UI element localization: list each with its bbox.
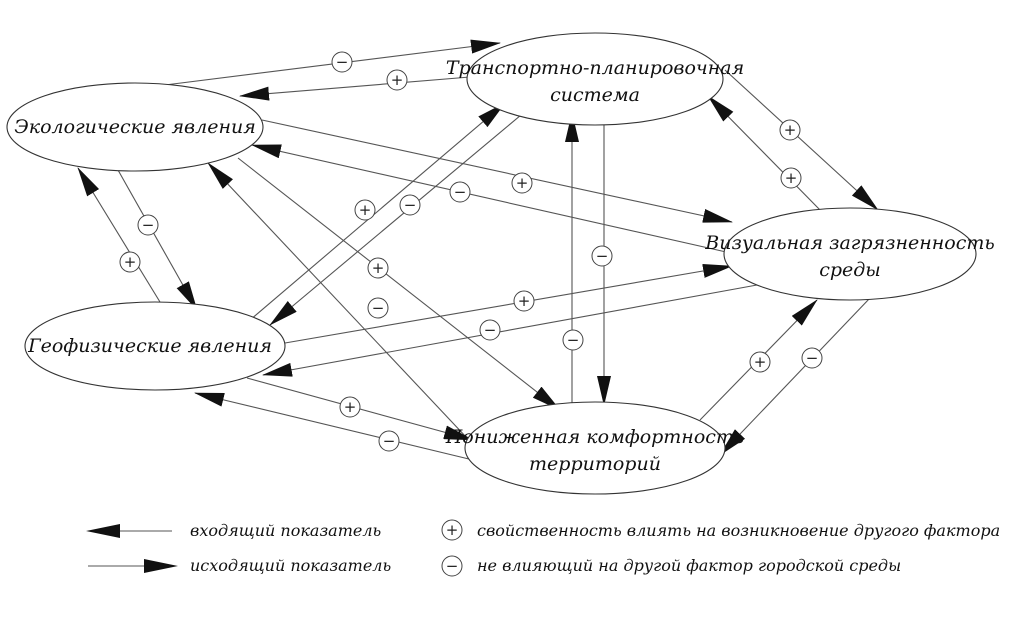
- edge-sign-circle-vis-to-geo: [479, 319, 501, 341]
- node-transport-label-line1: Транспортно-планировочная: [446, 57, 744, 79]
- node-geophysical-label: Геофизические явления: [27, 335, 272, 357]
- edge-sign-comf-to-trans: −: [567, 331, 580, 349]
- edge-sign-circle-comf-to-geo: [378, 430, 400, 452]
- edge-sign-circle-comf-to-trans: [562, 329, 584, 351]
- legend-outgoing-label: исходящий показатель: [190, 556, 391, 575]
- edge-geo-to-eco: [77, 167, 161, 303]
- edge-sign-comf-to-geo: −: [383, 432, 396, 450]
- edge-sign-circle-trans-to-comf: [591, 245, 613, 267]
- edge-sign-vis-to-comf: −: [806, 349, 819, 367]
- edge-sign-circle-eco-to-trans: [331, 51, 353, 73]
- legend-minus-symbol: −: [446, 557, 459, 575]
- node-geophysical: Геофизические явления: [24, 301, 286, 391]
- legend-incoming-label: входящий показатель: [190, 521, 381, 540]
- legend-outgoing-arrow-icon: [144, 559, 178, 573]
- edge-geo-to-trans: [249, 102, 506, 321]
- edge-geo-to-vis: [284, 264, 733, 344]
- legend-plus: + свойственность влиять на возникновение…: [441, 519, 1000, 541]
- node-ecological-label: Экологические явления: [14, 116, 256, 138]
- legend-outgoing: исходящий показатель: [88, 556, 391, 575]
- edge-sign-circle-eco-to-comf: [367, 257, 389, 279]
- edge-comf-to-eco: [207, 162, 468, 439]
- legend-incoming: входящий показатель: [86, 521, 381, 540]
- edge-sign-circle-comf-to-vis: [749, 351, 771, 373]
- legend-plus-symbol: +: [446, 521, 459, 539]
- node-transport-label-line2: система: [550, 84, 640, 106]
- edge-sign-circle-geo-to-eco: [119, 251, 141, 273]
- edge-sign-circle-geo-to-vis: [513, 290, 535, 312]
- edge-trans-to-eco: [239, 76, 471, 101]
- legend-plus-icon: [441, 519, 463, 541]
- edge-sign-circle-eco-to-vis: [511, 172, 533, 194]
- edge-sign-circle-geo-to-trans: [354, 199, 376, 221]
- edge-sign-circle-trans-to-eco: [386, 69, 408, 91]
- edge-sign-circle-comf-to-eco: [367, 297, 389, 319]
- edge-trans-to-vis: [724, 69, 879, 211]
- edge-sign-trans-to-eco: +: [391, 71, 404, 89]
- edge-sign-comf-to-eco: −: [372, 299, 385, 317]
- edge-sign-vis-to-geo: −: [484, 321, 497, 339]
- edge-sign-geo-to-comf: +: [344, 398, 357, 416]
- edge-sign-eco-to-comf: +: [372, 259, 385, 277]
- legend-minus-label: не влияющий на другой фактор городской с…: [477, 556, 901, 575]
- edge-sign-geo-to-eco: +: [124, 253, 137, 271]
- edge-sign-geo-to-trans: +: [359, 201, 372, 219]
- node-visual-label-line2: среды: [819, 259, 881, 281]
- edge-sign-vis-to-trans: +: [785, 169, 798, 187]
- node-comfort: Пониженная комфортность территорий: [445, 401, 745, 495]
- edge-vis-to-comf: [719, 297, 871, 456]
- legend: входящий показатель исходящий показатель…: [86, 519, 1000, 577]
- edge-vis-to-geo: [262, 284, 758, 377]
- node-ecological: Экологические явления: [6, 82, 264, 172]
- node-comfort-label-line2: территорий: [529, 453, 661, 475]
- node-transport: Транспортно-планировочная система: [446, 32, 744, 126]
- edge-sign-trans-to-geo: −: [404, 196, 417, 214]
- edge-sign-circle-trans-to-vis: [779, 119, 801, 141]
- node-visual-label-line1: Визуальная загрязненность: [704, 232, 994, 254]
- legend-minus-icon: [441, 555, 463, 577]
- edge-sign-trans-to-comf: −: [596, 247, 609, 265]
- edge-comf-to-geo: [194, 392, 474, 461]
- edge-trans-to-geo: [269, 114, 522, 326]
- legend-plus-label: свойственность влиять на возникновение д…: [477, 521, 1000, 540]
- edge-sign-vis-to-eco: −: [454, 183, 467, 201]
- edge-sign-eco-to-geo: −: [142, 216, 155, 234]
- edge-sign-circle-trans-to-geo: [399, 194, 421, 216]
- edge-eco-to-geo: [117, 169, 198, 311]
- edge-sign-eco-to-trans: −: [336, 53, 349, 71]
- edge-sign-geo-to-vis: +: [518, 292, 531, 310]
- edge-vis-to-trans: [707, 95, 823, 213]
- edge-sign-eco-to-vis: +: [516, 174, 529, 192]
- edge-signs: − + + + + − − + + − + − − − + − + − + −: [119, 51, 823, 452]
- legend-incoming-arrow-icon: [86, 524, 120, 538]
- edge-sign-circle-vis-to-trans: [780, 167, 802, 189]
- edge-sign-circle-vis-to-eco: [449, 181, 471, 203]
- legend-minus: − не влияющий на другой фактор городской…: [441, 555, 901, 577]
- edge-eco-to-comf: [237, 157, 561, 411]
- node-comfort-label-line1: Пониженная комфортность: [445, 426, 745, 448]
- edge-sign-comf-to-vis: +: [754, 353, 767, 371]
- edge-sign-circle-eco-to-geo: [137, 214, 159, 236]
- edge-eco-to-vis: [261, 119, 733, 223]
- edge-sign-trans-to-vis: +: [784, 121, 797, 139]
- edge-vis-to-eco: [251, 144, 736, 255]
- node-visual: Визуальная загрязненность среды: [704, 207, 995, 301]
- edge-sign-circle-geo-to-comf: [339, 396, 361, 418]
- edge-sign-circle-vis-to-comf: [801, 347, 823, 369]
